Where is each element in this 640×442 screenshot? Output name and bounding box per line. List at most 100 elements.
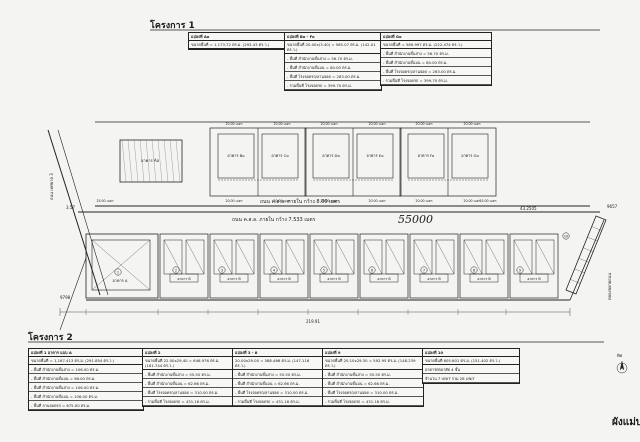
hatch-line: [145, 139, 151, 183]
table-row: - พื้นที่ สำนักงานชั้นล่าง = 55.50 ตร.ม.: [323, 370, 423, 379]
plot-bottom: [459, 233, 509, 299]
table-row: - รวมพื้นที่ โรงจอดรถ = 431.16 ตร.ม.: [323, 397, 423, 406]
table-row: - พื้นที่ สำนักงานชั้นบน = 98.00 ตร.ม.: [29, 374, 143, 383]
table-row: - พื้นที่ สำนักงานชั้นบน = 106.00 ตร.ม.: [29, 392, 143, 401]
hatch-line: [175, 139, 181, 183]
table-row: - พื้นที่ โรงจอดรถ/ลานจอด = 263.00 ตร.ม.: [381, 67, 491, 76]
plot-number-circle: [368, 266, 376, 274]
apartment-unit: [583, 247, 594, 252]
dimension-label: 20.00 เมตร: [273, 122, 290, 126]
table-row: - รวมพื้นที่ โรงจอดรถ = 399.70 ตร.ม.: [381, 76, 491, 85]
diag: [463, 239, 483, 275]
plot-number: 1: [117, 270, 119, 274]
table-row: - พื้นที่ สำนักงานชั้นล่าง = 55.50 ตร.ม.: [233, 370, 323, 379]
dimension-label: 25.00 เมตร: [479, 199, 496, 203]
plot-number: 3: [221, 268, 223, 272]
table-area: ขนาดพื้นที่ 22.00x29.40 = 646.976 ตร.ม. …: [143, 357, 233, 370]
left-dimension: 9798: [60, 295, 71, 300]
plot-number-circle: [270, 266, 278, 274]
plot-number: 4: [273, 268, 275, 272]
table-area: ขนาดพื้นที่ = 589.997 ตร.ม. (222.474 ตร.…: [381, 41, 491, 49]
building-top-label: อาคาร Bo: [227, 153, 245, 158]
building-b-label: อาคาร B: [227, 277, 241, 281]
diag: [335, 239, 355, 275]
plot-number-circle: [516, 266, 524, 274]
table-header: แปลงที่ Ao: [189, 33, 285, 41]
plot-bottom: [259, 233, 309, 299]
table-row: - พื้นที่ สำนักงานชั้นบน = 62.66 ตร.ม.: [143, 379, 233, 388]
right-side-label: คลองขยายถนน: [607, 272, 612, 300]
point-a: 3.57: [66, 205, 75, 210]
plot-bottom: [509, 233, 559, 299]
hatch-line: [157, 139, 163, 183]
dimension-label: 20.00 เมตร: [368, 122, 385, 126]
diag: [535, 239, 555, 275]
plot-number: 6: [371, 268, 373, 272]
handwritten-note: 55000: [398, 213, 433, 226]
dimension-label: 20.00 เมตร: [225, 199, 242, 203]
building-b-tag: [169, 273, 199, 283]
table-area: 20.00x29.00 = 588.466 ตร.ม. (147.116 ตร.…: [233, 357, 323, 370]
diag: [285, 239, 305, 275]
dimension-label: 20.00 เมตร: [273, 199, 290, 203]
building-b-label: อาคาร B: [427, 277, 441, 281]
hatch-line: [121, 139, 127, 183]
table-header: แปลงที่ Bo - Fo: [285, 33, 381, 41]
table-row: - รวมพื้นที่ โรงจอดรถ = 399.70 ตร.ม.: [285, 81, 381, 90]
building-b-label: อาคาร B: [277, 277, 291, 281]
plot-bottom: [359, 233, 409, 299]
dimension-label: 20.00 เมตร: [415, 199, 432, 203]
table-header: แปลงที่ 1 อาคาร แบบ A: [29, 349, 143, 357]
bottom-road-label: ถนน ค.ส.ล. ภายใน กว้าง 7.533 เมตร: [232, 217, 316, 223]
building-top-right: [261, 133, 299, 179]
plot-number-circle: [420, 266, 428, 274]
dimension-label: 20.00 เมตร: [225, 122, 242, 126]
dimension-label: 20.00 เมตร: [463, 199, 480, 203]
building-ao-label: อาคาร Ao: [141, 158, 160, 163]
table-header: แปลงที่ 2: [143, 349, 233, 357]
apartment-unit: [570, 279, 581, 284]
table-row: - พื้นที่ โรงจอดรถ/ลานจอด = 310.00 ตร.ม.: [233, 388, 323, 397]
plot-number-circle: [470, 266, 478, 274]
building-b-tag: [419, 273, 449, 283]
building-b-tag: [469, 273, 499, 283]
dimension-label: 25.00 เมตร: [96, 199, 113, 203]
building-b-tag: [519, 273, 549, 283]
diag: [263, 239, 283, 275]
diag: [435, 239, 455, 275]
left-side-label: ถนน เทศบาล 3: [49, 173, 54, 200]
table-row: - รวมพื้นที่ โรงจอดรถ = 431.16 ตร.ม.: [143, 397, 233, 406]
building-top-label: อาคาร Fo: [418, 153, 435, 158]
diag: [185, 239, 205, 275]
plot-bottom: [209, 233, 259, 299]
plot-number: 5: [323, 268, 325, 272]
building-a-label: อาคาร A: [113, 278, 128, 283]
table-row: อาคารพักอาศัย 4 ชั้น: [423, 365, 519, 374]
building-b-tag: [369, 273, 399, 283]
building-b-tag: [269, 273, 299, 283]
compass-label: ทิศ: [617, 353, 623, 358]
building-b-label: อาคาร B: [527, 277, 541, 281]
hatch-line: [127, 139, 133, 183]
project1-title: โครงการ 1: [150, 21, 195, 31]
apartment-unit: [587, 237, 598, 242]
dimension-label: 20.00 เมตร: [415, 122, 432, 126]
plot-number-circle: [114, 268, 122, 276]
plot-bottom: [159, 233, 209, 299]
dimension-label: 20.00 เมตร: [463, 122, 480, 126]
building-a: [91, 239, 151, 291]
apartment-block: [565, 215, 607, 295]
diag: [513, 239, 533, 275]
building-top-right: [356, 133, 394, 179]
plot-number-circle: [320, 266, 328, 274]
dimension-label: 20.00 เมตร: [320, 122, 337, 126]
building-b-label: อาคาร B: [177, 277, 191, 281]
plot-number: 9: [519, 268, 521, 272]
